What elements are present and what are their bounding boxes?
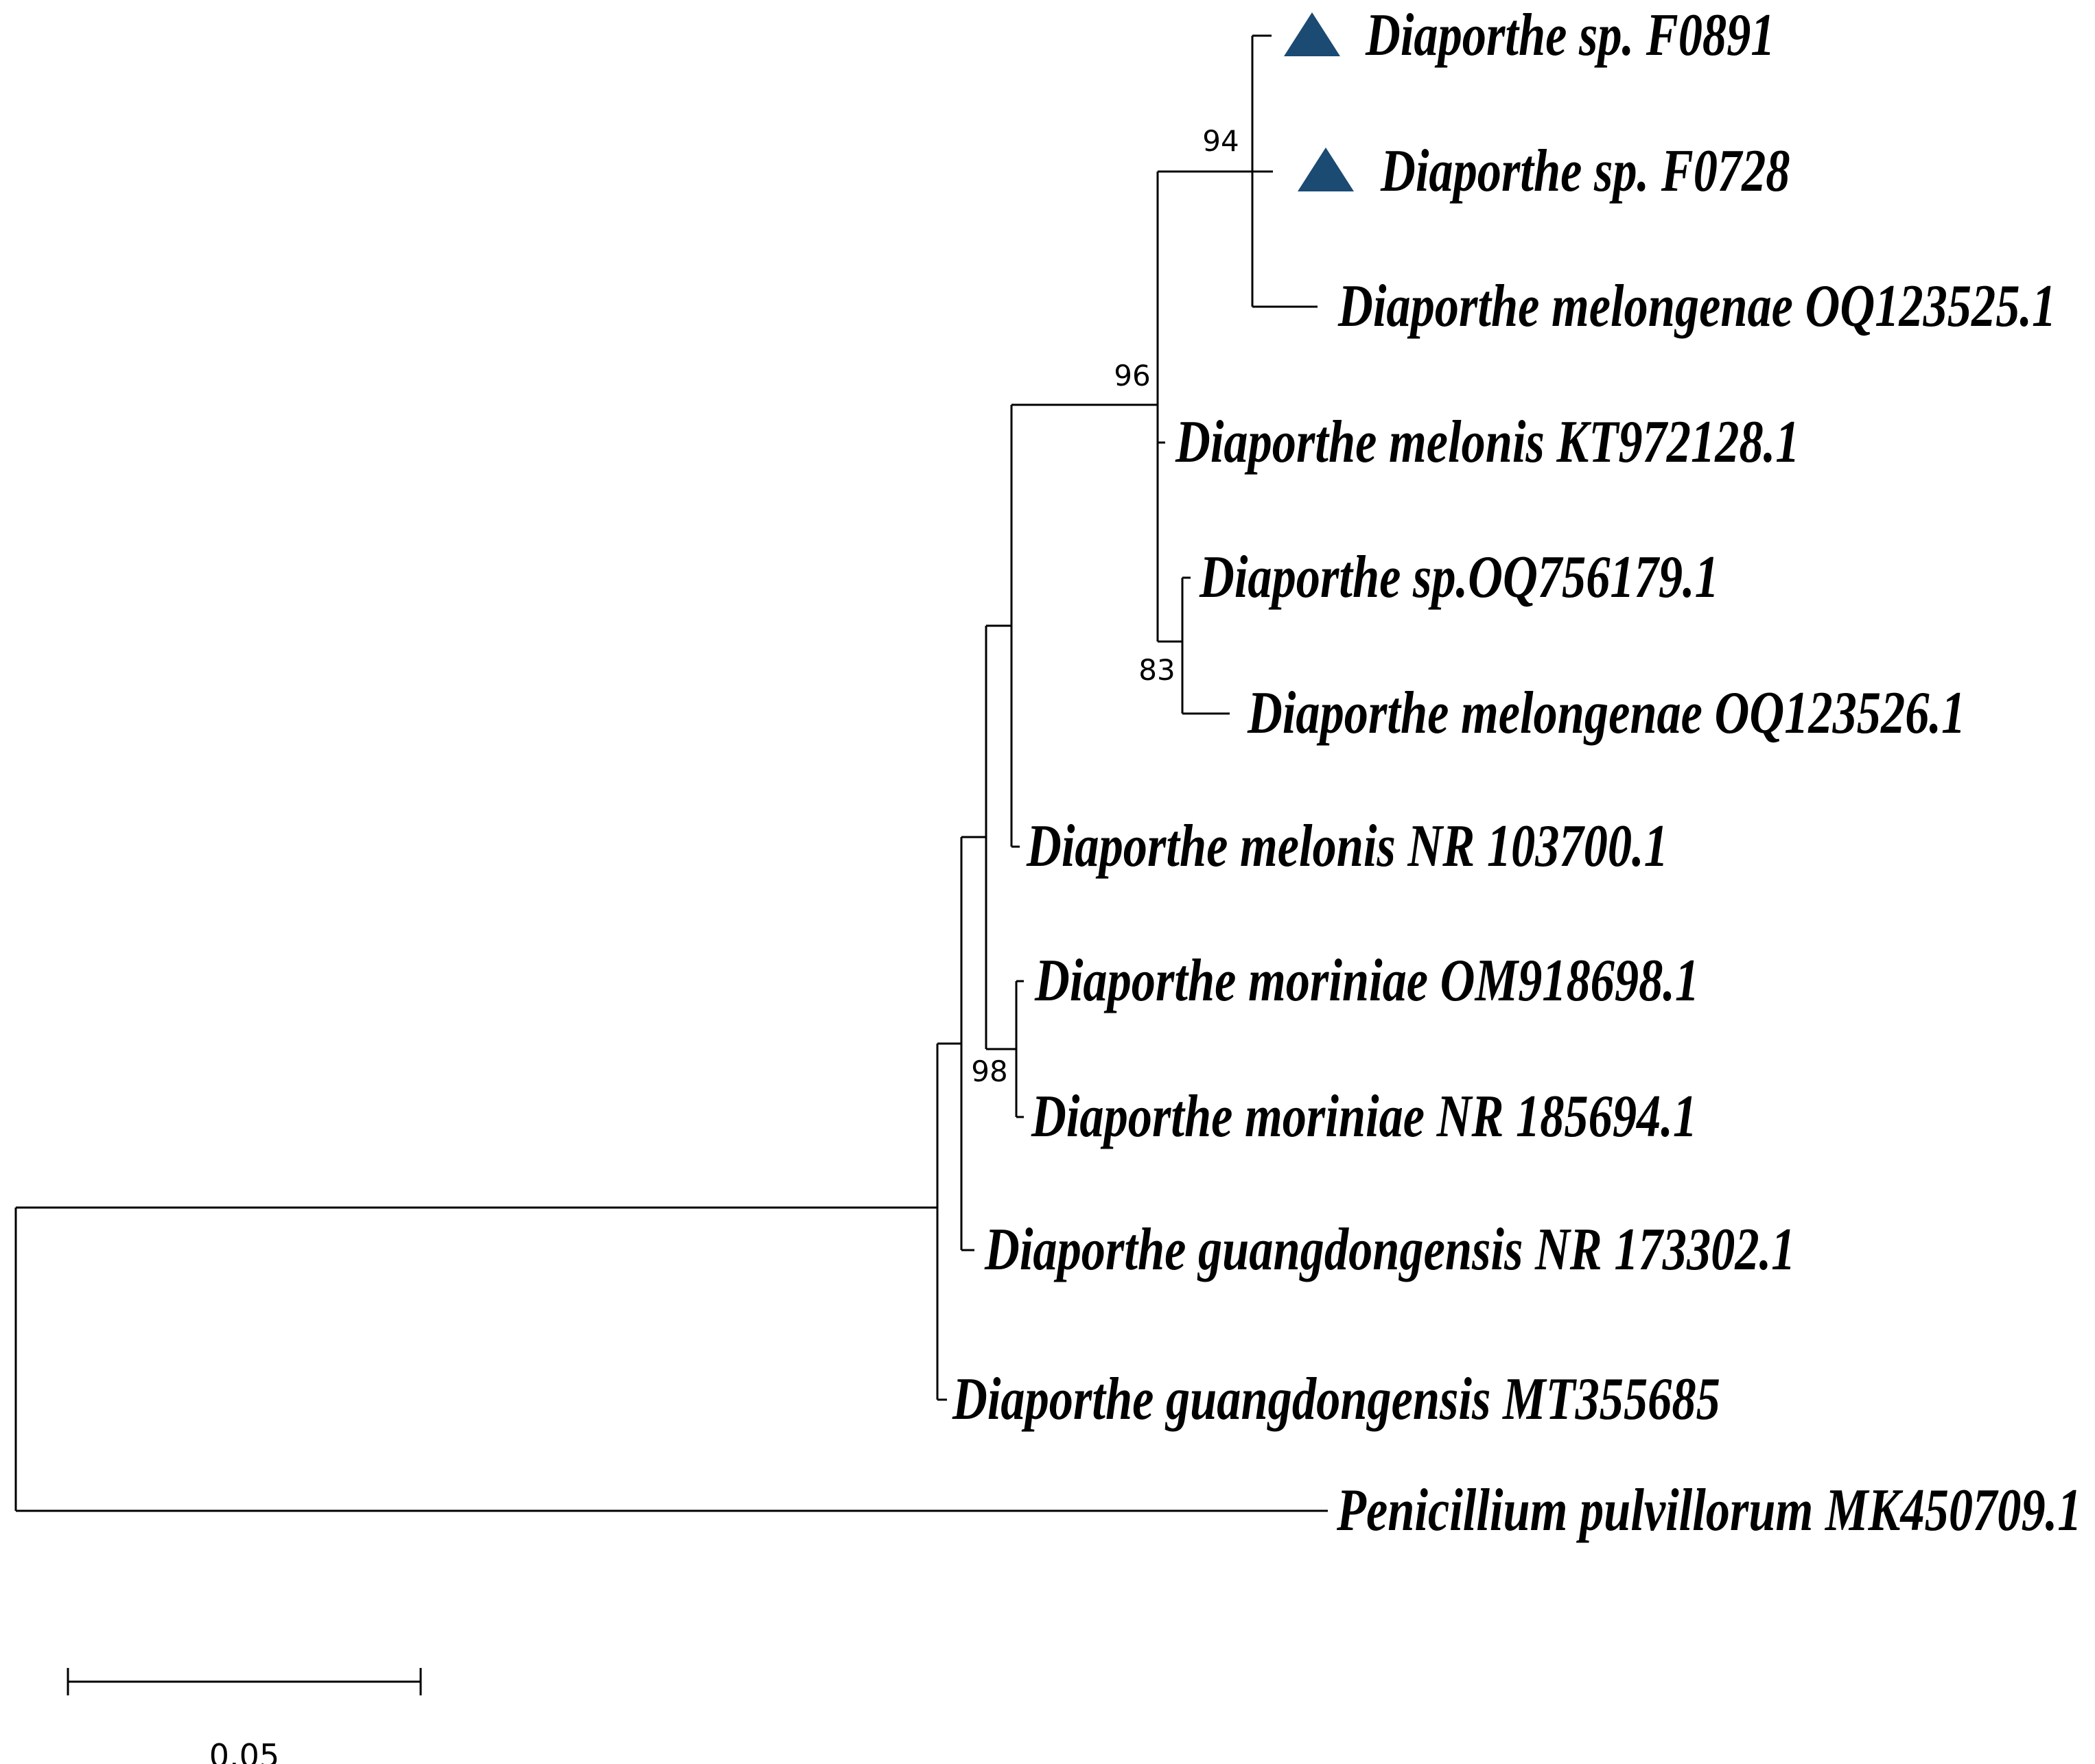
bootstrap-value: 98 xyxy=(971,1055,1008,1088)
taxon-label: Penicillium pulvillorum MK450709.1 xyxy=(1337,1477,2082,1544)
taxon-label: Diaporthe sp. F0891 xyxy=(1366,2,1775,69)
taxon-label: Diaporthe moriniae OM918698.1 xyxy=(1035,948,1700,1014)
taxon-label: Diaporthe sp. F0728 xyxy=(1381,138,1790,204)
taxon-label: Diaporthe melongenae OQ123525.1 xyxy=(1338,273,2057,340)
bootstrap-value: 83 xyxy=(1138,653,1175,687)
bootstrap-value: 94 xyxy=(1202,124,1239,158)
taxon-label: Diaporthe moriniae NR 185694.1 xyxy=(1031,1083,1698,1150)
bootstrap-value: 96 xyxy=(1114,359,1151,392)
taxon-label: Diaporthe sp.OQ756179.1 xyxy=(1199,544,1719,611)
taxon-marker-triangle-icon xyxy=(1298,148,1354,191)
taxon-label: Diaporthe melonis KT972128.1 xyxy=(1175,409,1800,475)
taxon-label: Diaporthe guangdongensis MT355685 xyxy=(952,1366,1720,1433)
taxon-marker-triangle-icon xyxy=(1284,12,1340,56)
taxon-label: Diaporthe melonis NR 103700.1 xyxy=(1027,813,1668,880)
taxon-label: Diaporthe guangdongensis NR 173302.1 xyxy=(985,1216,1796,1283)
taxon-label: Diaporthe melongenae OQ123526.1 xyxy=(1248,680,1966,746)
scale-bar-label: 0.05 xyxy=(209,1737,280,1764)
